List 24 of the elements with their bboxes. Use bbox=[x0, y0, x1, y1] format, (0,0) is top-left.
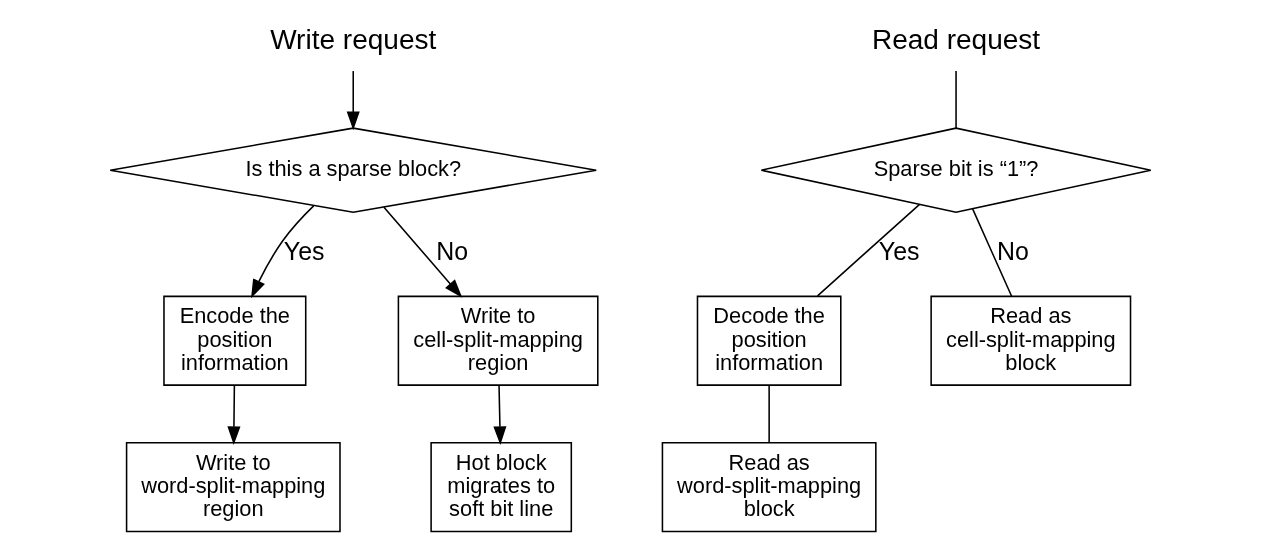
arrow bbox=[227, 384, 241, 446]
node-box: Encode the position information bbox=[163, 295, 307, 386]
connector bbox=[955, 70, 957, 129]
edge-label: Yes bbox=[283, 237, 325, 266]
arrow bbox=[383, 206, 463, 298]
edge-label: No bbox=[996, 237, 1029, 266]
arrow bbox=[346, 70, 360, 131]
node-diamond: Sparse bit is “1”? bbox=[760, 127, 1152, 214]
node-box: Decode the position information bbox=[696, 295, 842, 386]
node-box: Read as cell-split-mapping block bbox=[930, 295, 1132, 386]
node-box: Hot block migrates to soft bit line bbox=[430, 442, 573, 533]
arrow bbox=[251, 205, 315, 299]
connector bbox=[768, 384, 770, 444]
edge-label: Yes bbox=[878, 237, 920, 266]
edge-label: No bbox=[436, 237, 469, 266]
node-diamond: Is this a sparse block? bbox=[109, 127, 597, 214]
connector bbox=[816, 203, 921, 297]
arrow bbox=[493, 384, 507, 445]
connector bbox=[971, 208, 1013, 297]
node-box: Write to cell-split-mapping region bbox=[397, 295, 599, 386]
node-text: Write request bbox=[270, 24, 437, 56]
node-text: Read request bbox=[871, 24, 1041, 56]
node-box: Write to word-split-mapping region bbox=[125, 442, 341, 533]
node-box: Read as word-split-mapping block bbox=[661, 442, 877, 533]
